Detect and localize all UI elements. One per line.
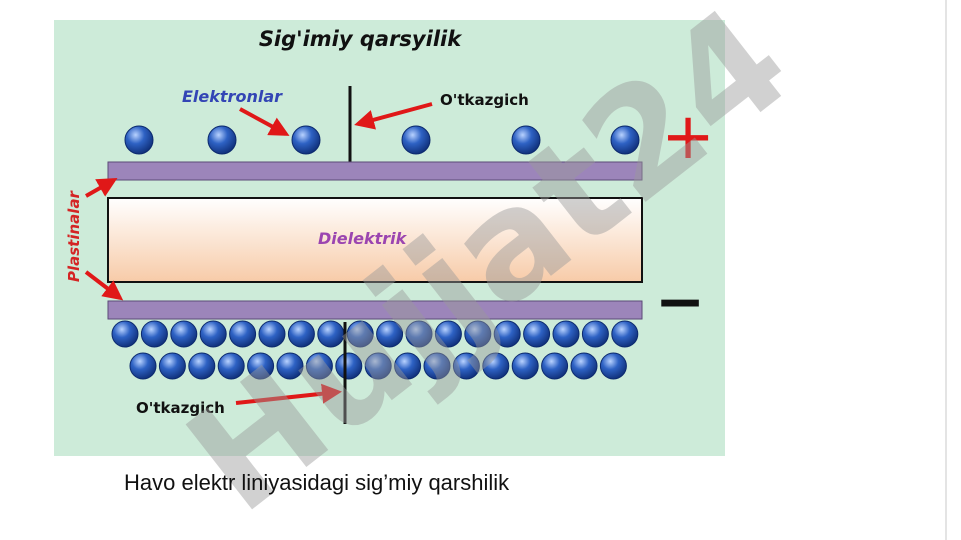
electron: [207, 125, 237, 155]
electron: [247, 352, 275, 380]
electron: [129, 352, 157, 380]
electron: [188, 352, 216, 380]
electron: [335, 352, 363, 380]
electron: [610, 125, 640, 155]
electron: [523, 320, 551, 348]
electron: [434, 320, 462, 348]
caption: Havo elektr liniyasidagi sig’miy qarshil…: [124, 470, 510, 495]
bottom-plate: [107, 300, 643, 320]
electron: [401, 125, 431, 155]
electron: [158, 352, 186, 380]
electron: [170, 320, 198, 348]
electrons-label: Elektronlar: [182, 87, 283, 106]
electron: [199, 320, 227, 348]
plates-top-arrow: [85, 178, 118, 198]
conductor-top-label: O'tkazgich: [440, 91, 529, 109]
electron: [482, 352, 510, 380]
electron: [581, 320, 609, 348]
electron: [511, 125, 541, 155]
electron: [258, 320, 286, 348]
electron: [376, 320, 404, 348]
electron: [405, 320, 433, 348]
electron: [570, 352, 598, 380]
electron: [140, 320, 168, 348]
electron: [452, 352, 480, 380]
slide-right-edge: [945, 0, 947, 540]
conductor-bottom-label: O'tkazgich: [136, 399, 225, 417]
electron: [305, 352, 333, 380]
dielectric-block: [107, 197, 643, 283]
electron: [291, 125, 321, 155]
top-plate: [107, 161, 643, 181]
conductor-bottom-arrow: [235, 383, 342, 405]
electron: [346, 320, 374, 348]
positive-terminal-sign: +: [661, 100, 715, 174]
top-electron-row: [124, 125, 640, 155]
plates-label: Plastinalar: [65, 189, 83, 282]
electron: [364, 352, 392, 380]
electron: [276, 352, 304, 380]
electron: [124, 125, 154, 155]
diagram-title: Sig'imiy qarsyilik: [259, 27, 463, 51]
electron: [394, 352, 422, 380]
electron: [511, 352, 539, 380]
bottom-electron-rows: [111, 320, 639, 380]
electron: [541, 352, 569, 380]
electron: [611, 320, 639, 348]
dielectric-label: Dielektrik: [318, 229, 408, 248]
electron: [493, 320, 521, 348]
electron: [287, 320, 315, 348]
electron: [464, 320, 492, 348]
conductor-top-arrow: [354, 102, 433, 130]
electron: [599, 352, 627, 380]
electron: [552, 320, 580, 348]
negative-terminal-sign: −: [655, 267, 705, 337]
electron: [423, 352, 451, 380]
electrons-arrow: [239, 107, 290, 136]
electron: [229, 320, 257, 348]
electron: [217, 352, 245, 380]
plates-bottom-arrow: [84, 270, 124, 301]
electron: [111, 320, 139, 348]
